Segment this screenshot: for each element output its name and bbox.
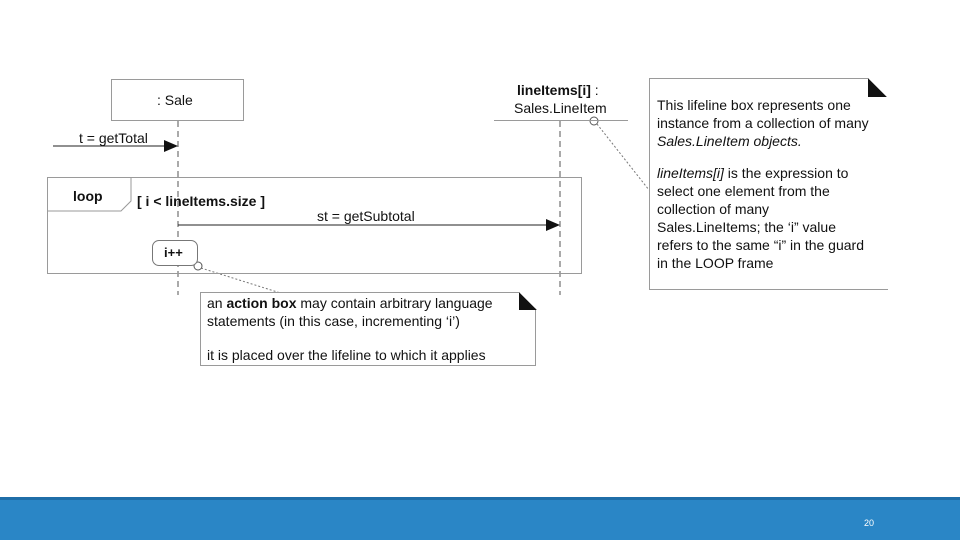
note-action-line: it is placed over the lifeline to which …	[207, 347, 486, 363]
note-lifeline	[649, 78, 888, 290]
lineitem-lifeline-box[interactable]: lineItems[i] : Sales.LineItem	[494, 79, 628, 121]
sale-lifeline-box[interactable]: : Sale	[111, 79, 244, 121]
loop-frame[interactable]	[47, 177, 582, 274]
note-lifeline-line: lineItems[i] is the expression to	[657, 164, 869, 182]
loop-label: loop	[73, 188, 103, 204]
footer-bar	[0, 497, 960, 540]
note-anchor-lifeline	[589, 116, 599, 126]
sale-lifeline-label: : Sale	[157, 92, 193, 108]
lineitem-lifeline-var: lineItems[i]	[517, 82, 591, 98]
note-lifeline-line: select one element from the	[657, 183, 830, 199]
note-lifeline-line: collection of many	[657, 201, 770, 217]
note-lifeline-text: This lifeline box represents one instanc…	[657, 96, 869, 272]
page-number: 20	[864, 518, 875, 528]
note-action-pre: an	[207, 295, 227, 311]
note-lifeline-expr: lineItems[i]	[657, 165, 724, 181]
note-lifeline-line: This lifeline box represents one	[657, 97, 851, 113]
loop-guard: [ i < lineItems.size ]	[137, 193, 265, 209]
note-lifeline-expr-rest: is the expression to	[723, 165, 849, 181]
loop-message-arrowhead	[546, 219, 560, 231]
lineitem-lifeline-title: lineItems[i] :	[517, 82, 599, 98]
note-connector-action	[200, 267, 291, 297]
loop-frame-tag	[47, 177, 132, 212]
note-action	[200, 292, 536, 366]
note-connector-lifeline	[596, 123, 650, 191]
note-lifeline-line: refers to the same “i” in the guard	[657, 237, 864, 253]
action-box[interactable]: i++	[152, 240, 198, 266]
note-lifeline-line: Sales.LineItems; the ‘i” value	[657, 219, 836, 235]
note-action-line: statements (in this case, incrementing ‘…	[207, 313, 460, 329]
loop-message-label: st = getSubtotal	[317, 208, 415, 224]
incoming-message-arrowhead	[164, 140, 178, 152]
lineitem-lifeline-class: Sales.LineItem	[514, 100, 607, 116]
note-action-line: an action box may contain arbitrary lang…	[207, 294, 493, 312]
note-action-bold: action box	[226, 295, 297, 311]
incoming-message-label: t = getTotal	[79, 130, 148, 146]
note-action-corner-icon	[519, 292, 537, 310]
note-action-post: may contain arbitrary language	[296, 295, 493, 311]
note-lifeline-italic: Sales.LineItem objects.	[657, 133, 802, 149]
note-lifeline-line: in the LOOP frame	[657, 255, 774, 271]
note-action-text: an action box may contain arbitrary lang…	[207, 294, 493, 364]
lineitem-lifeline-colon: :	[590, 82, 599, 98]
action-box-label: i++	[164, 245, 183, 260]
note-lifeline-line: Sales.LineItem objects.	[657, 132, 869, 150]
footer-bar-edge	[0, 497, 960, 500]
note-lifeline-corner-icon	[868, 78, 888, 98]
note-anchor-action	[193, 261, 203, 271]
note-lifeline-line: instance from a collection of many	[657, 115, 869, 131]
